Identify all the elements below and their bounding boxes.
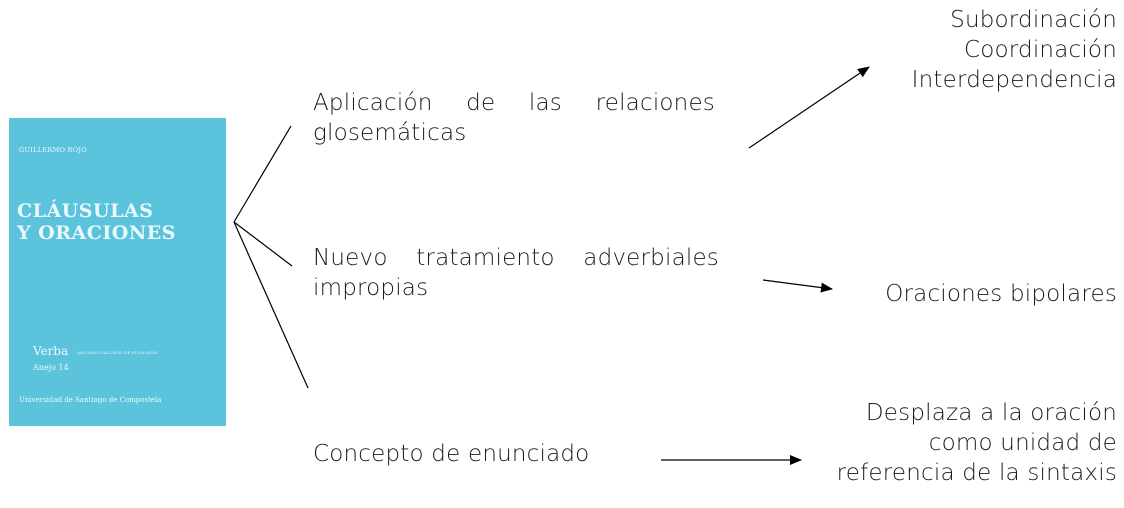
branch-label-2: Nuevo tratamiento adverbiales impropias xyxy=(313,245,719,301)
result-3-line-1: Desplaza a la oración xyxy=(865,400,1117,426)
result-1-line-3: Interdependencia xyxy=(911,67,1117,93)
arrow-1 xyxy=(748,66,870,149)
result-2: Oraciones bipolares xyxy=(885,281,1117,307)
book-volume: Anejo 14 xyxy=(33,363,69,372)
result-3: Desplaza a la oración como unidad de ref… xyxy=(800,398,1117,488)
book-series: Verba xyxy=(33,344,69,358)
result-1: Subordinación Coordinación Interdependen… xyxy=(840,5,1117,95)
branch-line-3 xyxy=(233,221,309,389)
book-title-line-2: Y ORACIONES xyxy=(17,222,176,244)
book-title-line-1: CLÁUSULAS xyxy=(17,200,154,222)
result-1-line-2: Coordinación xyxy=(963,37,1117,63)
book-publisher: Universidad de Santiago de Compostela xyxy=(19,396,162,404)
branch-label-3: Concepto de enunciado xyxy=(313,441,590,467)
book-cover: GUILLERMO ROJO CLÁUSULAS Y ORACIONES Ver… xyxy=(9,118,226,426)
branch-label-1: Aplicación de las relaciones glosemática… xyxy=(313,90,715,146)
book-title: CLÁUSULAS Y ORACIONES xyxy=(17,200,176,244)
result-3-line-3: referencia de la sintaxis xyxy=(836,460,1117,486)
arrow-2 xyxy=(762,279,833,293)
result-1-line-1: Subordinación xyxy=(950,7,1117,33)
branch-line-2 xyxy=(233,221,293,267)
branch-line-1 xyxy=(233,125,292,223)
book-series-subtitle: ANUARIO GALLEGO DE FILOLOGIA xyxy=(77,350,158,355)
book-author: GUILLERMO ROJO xyxy=(19,146,87,154)
result-3-line-2: como unidad de xyxy=(928,430,1117,456)
